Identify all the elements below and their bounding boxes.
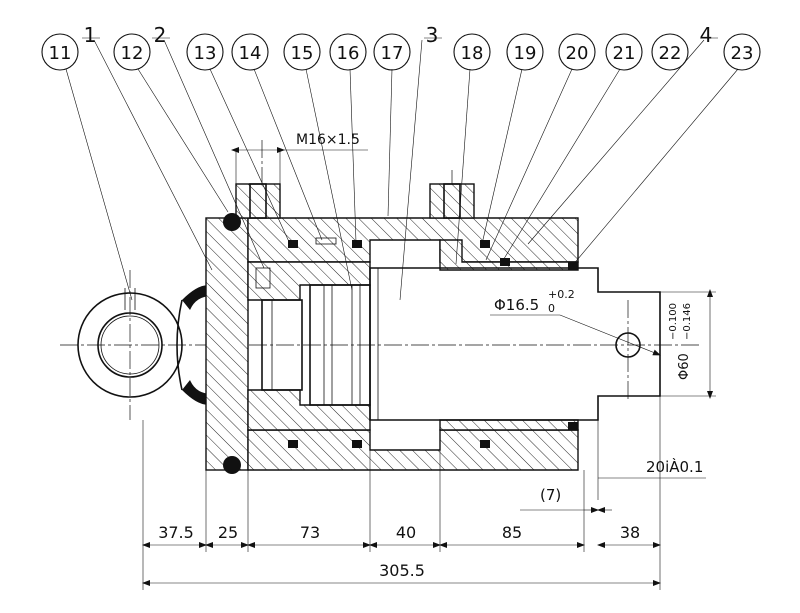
svg-text:14: 14 xyxy=(239,43,262,64)
thread-label: M16×1.5 xyxy=(296,132,360,148)
dia-tol-lower: 0 xyxy=(548,302,555,315)
balloon: 13 xyxy=(186,33,224,71)
svg-text:18: 18 xyxy=(461,43,484,64)
svg-text:17: 17 xyxy=(381,43,404,64)
part-label: 4 xyxy=(700,23,713,47)
cylinder-section xyxy=(205,183,661,474)
dia60-tol-lower: −0.146 xyxy=(682,303,693,340)
balloon: 11 xyxy=(41,33,79,71)
extension-lines xyxy=(142,396,661,590)
dim-label: 73 xyxy=(300,523,320,542)
svg-text:20: 20 xyxy=(566,43,589,64)
part-label: 1 xyxy=(84,23,97,47)
balloon: 17 xyxy=(373,33,411,71)
svg-text:12: 12 xyxy=(121,43,144,64)
dim-label: 25 xyxy=(218,523,238,542)
dim-label: 40 xyxy=(396,523,416,542)
dim-label: 38 xyxy=(620,523,640,542)
dia60-tol-upper: −0.100 xyxy=(668,303,679,340)
balloon: 15 xyxy=(283,33,321,71)
balloon: 23 xyxy=(723,33,761,71)
svg-text:11: 11 xyxy=(49,43,72,64)
svg-text:22: 22 xyxy=(659,43,682,64)
part-label: 3 xyxy=(426,23,439,47)
svg-text:19: 19 xyxy=(514,43,537,64)
balloon: 14 xyxy=(231,33,269,71)
svg-text:16: 16 xyxy=(337,43,360,64)
balloon: 12 xyxy=(113,33,151,71)
centerlines xyxy=(60,140,700,420)
dia60-label: Φ60 xyxy=(677,353,692,380)
balloon: 18 xyxy=(453,33,491,71)
svg-text:15: 15 xyxy=(291,43,314,64)
ref-dim: (7) xyxy=(540,486,561,504)
balloon: 16 xyxy=(329,33,367,71)
dim-label: 85 xyxy=(502,523,522,542)
balloon: 22 xyxy=(651,33,689,71)
rod-end-dimension: 20iÀ0.1 (7) xyxy=(520,420,706,513)
svg-text:13: 13 xyxy=(194,43,217,64)
svg-text:23: 23 xyxy=(731,43,754,64)
balloon-callouts: 11 12 13 14 15 16 17 18 19 20 21 22 23 xyxy=(41,33,761,71)
rod-end-label: 20iÀ0.1 xyxy=(646,457,703,476)
leader-lines xyxy=(65,37,739,301)
balloon: 20 xyxy=(558,33,596,71)
thread-callout: M16×1.5 xyxy=(231,132,368,184)
svg-text:21: 21 xyxy=(613,43,636,64)
diameter-callout: Φ16.5 +0.2 0 xyxy=(490,288,661,356)
dia60-dimension: Φ60 −0.100 −0.146 xyxy=(660,289,716,399)
part-label: 2 xyxy=(154,23,167,47)
chain-dimensions: 37.5 25 73 40 85 38 305.5 xyxy=(142,523,661,586)
balloon: 21 xyxy=(605,33,643,71)
total-length: 305.5 xyxy=(379,561,425,580)
balloon: 19 xyxy=(506,33,544,71)
dia-tol-upper: +0.2 xyxy=(548,288,575,301)
dim-label: 37.5 xyxy=(158,523,194,542)
dia-main: Φ16.5 xyxy=(494,296,539,314)
